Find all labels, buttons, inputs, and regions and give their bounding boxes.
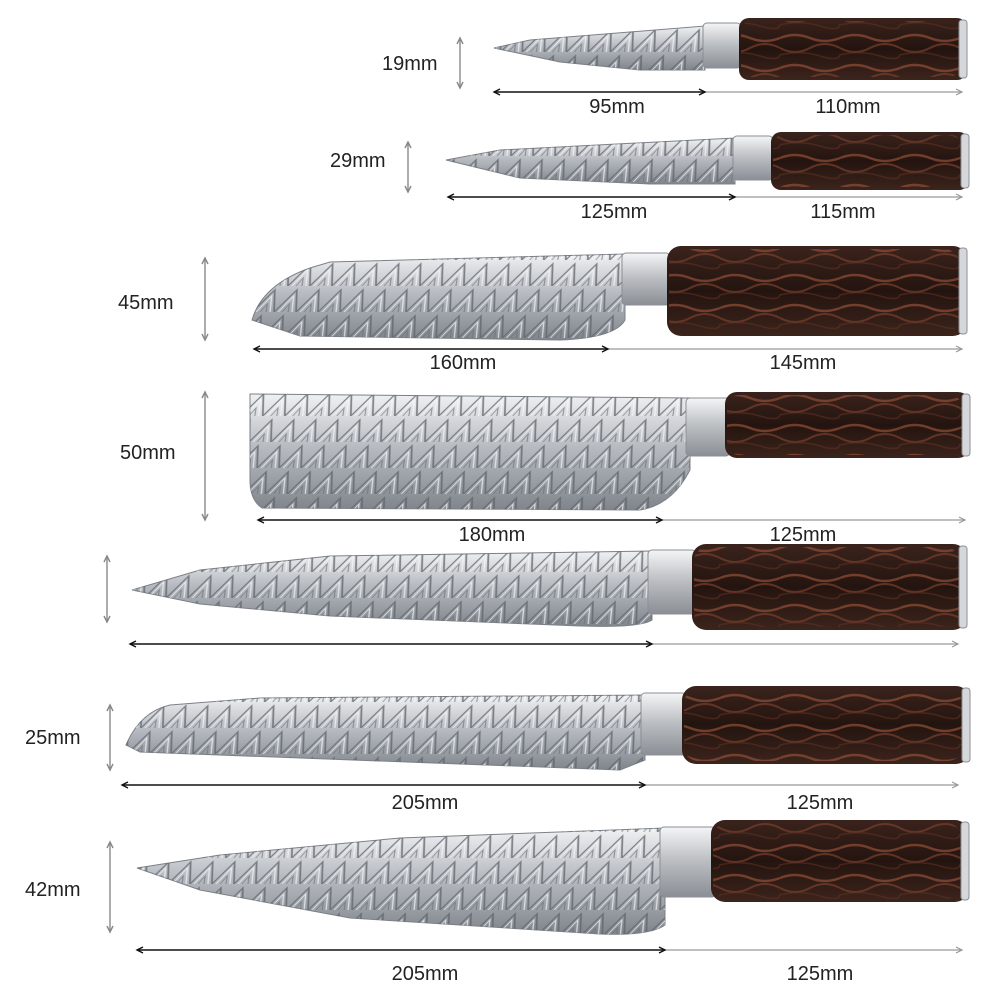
chef-blade-length-label: 205mm [391, 963, 459, 985]
nakiri-knife-end-cap [961, 393, 971, 457]
chef-knife-handle-arrow-right [955, 946, 964, 954]
slicing-knife-end-cap [958, 545, 968, 629]
chef-knife-blade-arrow-left [135, 946, 144, 954]
nakiri-knife-height-arrow-top [201, 390, 209, 399]
chef-height-label: 42mm [25, 879, 81, 901]
utility-knife-handle-arrow-right [955, 193, 964, 201]
paring-knife-wood-grain [741, 21, 959, 77]
paring-knife-blade-arrow-right [698, 88, 707, 96]
utility-blade-length-label: 125mm [580, 201, 648, 223]
chef-knife-bolster [659, 826, 717, 898]
santoku-knife-height-arrow-bottom [201, 333, 209, 342]
chef-knife-wood-grain [713, 823, 961, 899]
nakiri-knife-wood-grain [727, 395, 962, 455]
slicing-knife-height-arrow-bottom [103, 615, 111, 624]
paring-knife-handle-arrow-right [955, 88, 964, 96]
santoku-knife-blade-arrow-left [252, 345, 261, 353]
santoku-height-label: 45mm [118, 292, 174, 314]
utility-knife-height-arrow-top [404, 140, 412, 149]
santoku-knife-height-arrow-top [201, 256, 209, 265]
utility-height-label: 29mm [330, 150, 386, 172]
santoku-knife-handle-arrow-right [955, 345, 964, 353]
santoku-knife-blade-arrow-right [601, 345, 610, 353]
bread-height-label: 25mm [25, 727, 81, 749]
paring-height-label: 19mm [382, 53, 438, 75]
slicing-knife-blade-arrow-right [645, 640, 654, 648]
slicing-knife-handle-arrow-right [951, 640, 960, 648]
slicing-knife-blade-arrow-left [128, 640, 137, 648]
nakiri-height-label: 50mm [120, 442, 176, 464]
santoku-knife-bolster [621, 252, 671, 306]
santoku-knife-end-cap [958, 247, 968, 335]
bread-knife-blade-arrow-right [638, 781, 647, 789]
nakiri-knife-bolster [685, 397, 731, 457]
paring-knife [493, 18, 968, 80]
nakiri-knife [249, 392, 971, 511]
bread-knife-bolster [640, 692, 688, 756]
slicing-knife-bolster [647, 549, 697, 615]
bread-knife [125, 686, 971, 771]
chef-knife-height-arrow-bottom [106, 925, 114, 934]
utility-knife-damascus-pattern [446, 138, 735, 184]
paring-knife-height-arrow-bottom [456, 81, 464, 90]
nakiri-knife-blade-arrow-right [655, 516, 664, 524]
slicing-knife-damascus-pattern [132, 551, 652, 627]
utility-knife-blade-arrow-right [728, 193, 737, 201]
paring-knife-blade-arrow-left [492, 88, 501, 96]
paring-knife-end-cap [958, 19, 968, 79]
santoku-blade-length-label: 160mm [429, 352, 497, 374]
utility-knife [445, 132, 970, 190]
bread-handle-length-label: 125mm [786, 792, 854, 814]
bread-blade-length-label: 205mm [391, 792, 459, 814]
chef-knife-damascus-pattern [137, 828, 665, 935]
chef-knife-blade-arrow-right [658, 946, 667, 954]
nakiri-knife-height-arrow-bottom [201, 513, 209, 522]
paring-knife-damascus-pattern [494, 26, 705, 70]
nakiri-knife-damascus-pattern [250, 394, 690, 510]
utility-knife-height-arrow-bottom [404, 185, 412, 194]
nakiri-knife-handle-arrow-right [958, 516, 967, 524]
slicing-knife [131, 544, 968, 630]
santoku-knife-wood-grain [669, 249, 959, 333]
chef-knife [136, 820, 970, 935]
santoku-knife-damascus-pattern [252, 254, 625, 340]
slicing-knife-wood-grain [694, 547, 959, 627]
bread-knife-wood-grain [684, 689, 962, 761]
slicing-knife-height-arrow-top [103, 554, 111, 563]
bread-knife-handle-arrow-right [951, 781, 960, 789]
utility-knife-bolster [732, 135, 774, 181]
bread-knife-end-cap [961, 687, 971, 763]
paring-blade-length-label: 95mm [589, 96, 645, 118]
utility-knife-end-cap [960, 133, 970, 189]
chef-handle-length-label: 125mm [786, 963, 854, 985]
nakiri-blade-length-label: 180mm [458, 524, 526, 546]
bread-knife-blade-arrow-left [120, 781, 129, 789]
nakiri-knife-blade-arrow-left [256, 516, 265, 524]
utility-handle-length-label: 115mm [810, 201, 876, 223]
paring-knife-bolster [702, 22, 742, 69]
chef-knife-height-arrow-top [106, 840, 114, 849]
bread-knife-damascus-pattern [126, 695, 645, 770]
santoku-knife [251, 246, 968, 341]
paring-handle-length-label: 110mm [815, 96, 881, 118]
utility-knife-wood-grain [773, 135, 961, 187]
paring-knife-height-arrow-top [456, 36, 464, 45]
nakiri-handle-length-label: 125mm [769, 524, 837, 546]
utility-knife-blade-arrow-left [446, 193, 455, 201]
santoku-handle-length-label: 145mm [769, 352, 837, 374]
bread-knife-height-arrow-bottom [106, 763, 114, 772]
bread-knife-height-arrow-top [106, 703, 114, 712]
chef-knife-end-cap [960, 821, 970, 901]
